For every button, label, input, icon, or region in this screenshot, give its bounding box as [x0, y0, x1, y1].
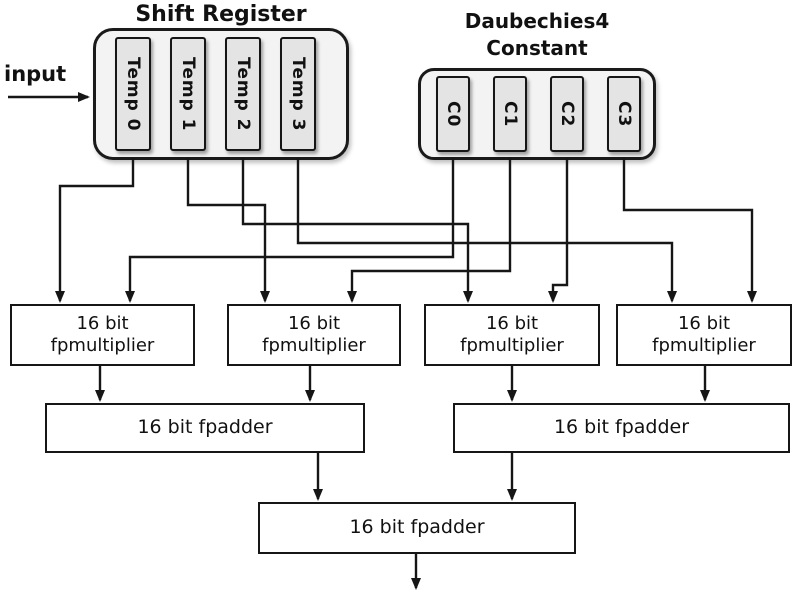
adder-right: 16 bit fpadder: [453, 403, 790, 453]
shift-register-title: Shift Register: [135, 2, 307, 27]
temp2-label: Temp 2: [233, 56, 253, 132]
multiplier-4-line1: 16 bit: [677, 312, 731, 334]
multiplier-2: 16 bit fpmultiplier: [227, 304, 401, 366]
wire-c3-to-multiplier4: [622, 158, 757, 303]
multiplier-2-line1: 16 bit: [287, 312, 341, 334]
multiplier-1-line1: 16 bit: [76, 312, 129, 334]
constant-cell-c2: C2: [550, 76, 584, 152]
c1-label: C1: [500, 100, 520, 128]
wire-temp2-to-multiplier3: [241, 158, 473, 303]
wire-temp1-to-multiplier2: [186, 158, 270, 303]
c2-label: C2: [557, 100, 577, 128]
temp0-label: Temp 0: [123, 56, 143, 132]
multiplier-3-line2: fpmultiplier: [460, 335, 564, 356]
wire-c0-to-multiplier1: [125, 158, 455, 303]
wire-temp3-to-multiplier4: [296, 158, 677, 303]
shift-register-cell-temp3: Temp 3: [280, 37, 316, 151]
multiplier-3: 16 bit fpmultiplier: [424, 304, 600, 366]
adder-left: 16 bit fpadder: [45, 403, 365, 453]
multiplier-1-line2: fpmultiplier: [50, 335, 155, 356]
wire-c1-to-multiplier2: [347, 158, 512, 303]
constants-title-line1: Daubechies4: [464, 9, 610, 33]
shift-register-cell-temp1: Temp 1: [170, 37, 206, 151]
constants-title: Daubechies4 Constant: [418, 8, 656, 62]
constant-cell-c0: C0: [436, 76, 470, 152]
constants-block: C0 C1 C2 C3: [418, 68, 656, 160]
c3-label: C3: [614, 100, 634, 128]
temp1-label: Temp 1: [178, 56, 198, 132]
constant-cell-c3: C3: [607, 76, 641, 152]
shift-register-cell-temp0: Temp 0: [115, 37, 151, 151]
shift-register-cell-temp2: Temp 2: [225, 37, 261, 151]
constant-cell-c1: C1: [493, 76, 527, 152]
shift-register-block: Temp 0 Temp 1 Temp 2 Temp 3: [93, 28, 349, 160]
multiplier-3-line1: 16 bit: [485, 312, 539, 334]
multiplier-1: 16 bit fpmultiplier: [10, 304, 195, 366]
c0-label: C0: [443, 100, 463, 128]
multiplier-4: 16 bit fpmultiplier: [616, 304, 792, 366]
temp3-label: Temp 3: [288, 56, 308, 132]
constants-title-line2: Constant: [486, 36, 588, 60]
wire-temp0-to-multiplier1: [55, 158, 135, 303]
adder-final: 16 bit fpadder: [258, 502, 576, 554]
wire-c2-to-multiplier3: [548, 158, 569, 303]
multiplier-4-line2: fpmultiplier: [652, 335, 756, 356]
input-label: input: [4, 62, 67, 86]
multiplier-2-line2: fpmultiplier: [262, 335, 366, 356]
